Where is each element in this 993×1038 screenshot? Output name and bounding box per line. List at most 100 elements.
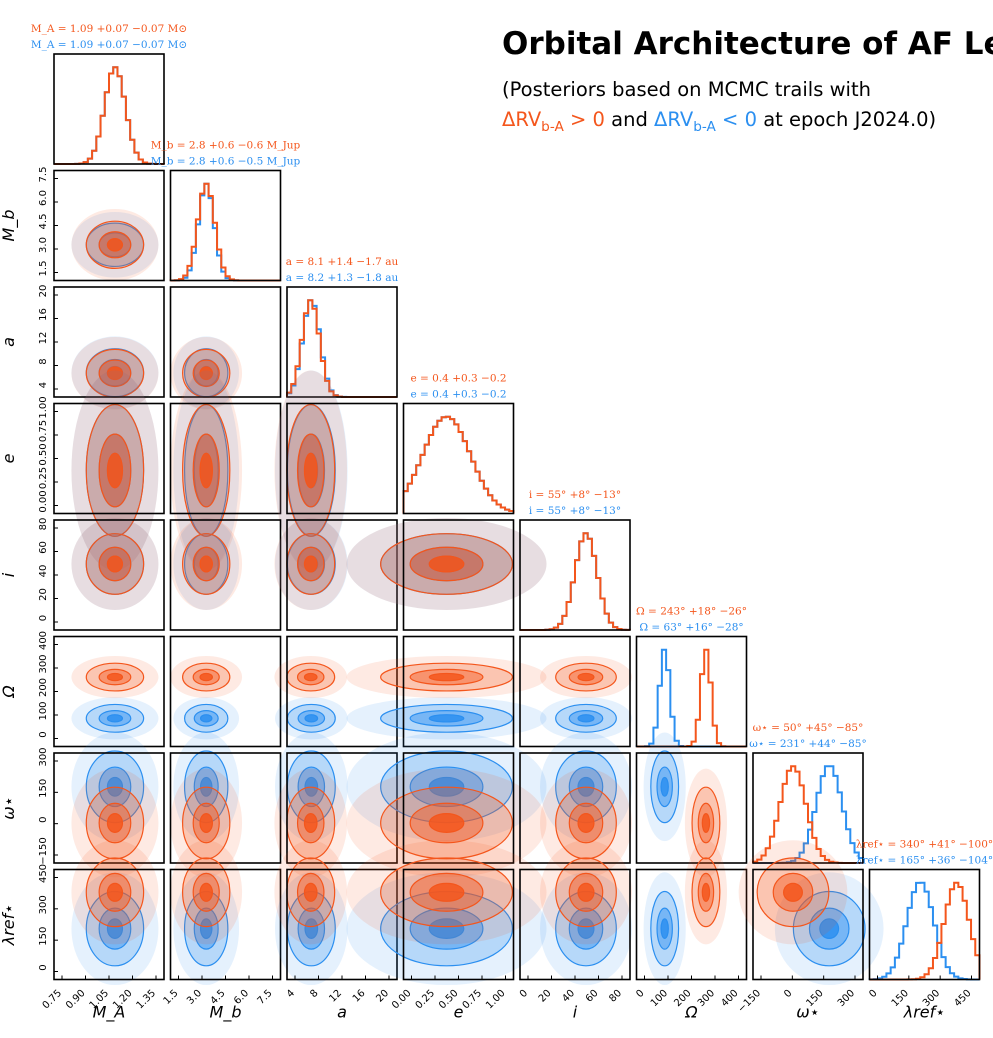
hist-e-pos [402, 415, 515, 514]
ytick-label-Mb-1: 3.0 [38, 237, 49, 253]
annot-neg-Omega: Ω = 63° +16° −28° [639, 622, 743, 634]
hist-lambda-pos [869, 881, 981, 981]
contour-e-lambda-neg-3 [428, 918, 465, 939]
xlabel-i: i [573, 1003, 578, 1022]
xtick-label-MA-1: 0.90 [64, 988, 88, 1012]
xtick-label-a-0: 4 [285, 988, 297, 1000]
contour-Omega-lambda-neg-3 [660, 918, 669, 939]
contour-i-lambda-pos-3 [577, 882, 595, 902]
annot-neg-Mb: M_b = 2.8 +0.6 −0.5 M_Jup [151, 156, 301, 168]
contour-a-i-pos-3 [303, 555, 318, 573]
xlabel-e: e [454, 1003, 464, 1022]
ytick-label-Mb-3: 6.0 [38, 190, 49, 206]
ytick-label-a-3: 16 [38, 308, 49, 321]
xtick-label-omega-1: 0 [782, 988, 794, 1000]
ytick-label-Mb-2: 4.5 [38, 214, 49, 230]
ylabel-i: i [0, 572, 18, 577]
contour-Mb-Omega-neg-3 [199, 714, 213, 723]
contour-Omega-omega-pos-3 [701, 813, 711, 833]
xtick-label-MA-4: 1.35 [135, 988, 159, 1012]
xtick-label-a-4: 20 [374, 988, 391, 1005]
contour-i-Omega-neg-3 [577, 714, 595, 723]
panel-e-e [402, 402, 515, 515]
pos-sub: b-A [541, 118, 564, 135]
panel-e-omega [402, 752, 515, 864]
panel-a-omega [286, 752, 398, 864]
xlabel-a: a [337, 1003, 347, 1022]
panel-e-Omega [402, 635, 515, 748]
contour-e-omega-pos-3 [428, 813, 465, 833]
ytick-label-e-1: 0.25 [38, 467, 49, 489]
panel-MA-omega [53, 752, 165, 864]
contour-MA-omega-pos-3 [106, 813, 124, 833]
panel-i-Omega [519, 635, 631, 748]
ytick-label-omega-2: 150 [38, 779, 49, 798]
contour-a-lambda-pos-3 [303, 882, 318, 902]
hist-Mb-pos [169, 182, 281, 282]
annot-pos-omega: ω⋆ = 50° +45° −85° [753, 722, 864, 734]
contour-i-omega-pos-3 [577, 813, 595, 833]
xtick-label-lambda-3: 450 [952, 988, 973, 1009]
panel-a-e [286, 402, 398, 515]
ytick-label-e-3: 0.75 [38, 420, 49, 442]
contour-e-i-pos-3 [428, 555, 465, 573]
ytick-label-i-4: 80 [38, 518, 49, 531]
ylabel-omega: ω⋆ [0, 796, 18, 819]
ytick-label-lambda-3: 450 [38, 864, 49, 883]
contour-e-lambda-pos-3 [428, 882, 465, 902]
contour-Mb-lambda-pos-3 [199, 882, 214, 902]
contour-Mb-lambda-neg-3 [199, 918, 213, 939]
contour-MA-Omega-pos-3 [106, 672, 124, 682]
panel-lambda-lambda [868, 868, 981, 981]
xtick-label-omega-3: 300 [836, 988, 857, 1009]
annot-neg-lambda: λref⋆ = 165° +36° −104° [856, 855, 993, 867]
contour-a-Omega-neg-3 [304, 714, 319, 723]
ytick-label-i-2: 40 [38, 565, 49, 578]
ylabel-lambda: λref⋆ [0, 904, 18, 947]
xtick-label-Omega-3: 300 [696, 988, 717, 1009]
subtitle-legend-line: ΔRVb-A > 0 and ΔRVb-A < 0 at epoch J2024… [502, 108, 936, 135]
xtick-label-i-4: 80 [607, 988, 624, 1005]
contour-e-Omega-pos-3 [428, 672, 465, 682]
xtick-label-a-1: 8 [308, 988, 320, 1000]
ytick-label-a-4: 20 [38, 285, 49, 298]
ylabel-e: e [0, 453, 18, 463]
xtick-label-e-4: 1.00 [484, 988, 508, 1012]
annot-neg-omega: ω⋆ = 231° +44° −85° [749, 738, 866, 750]
xtick-label-MA-0: 0.75 [41, 988, 65, 1012]
contour-MA-lambda-neg-3 [106, 918, 124, 939]
panel-Omega-omega [635, 752, 748, 864]
xlabel-lambda: λref⋆ [903, 1003, 946, 1022]
ytick-label-e-4: 1.00 [38, 396, 49, 418]
contour-omega-lambda-neg-3 [819, 918, 840, 939]
annot-pos-a: a = 8.1 +1.4 −1.7 au [286, 256, 399, 268]
contour-MA-i-pos-3 [106, 555, 124, 573]
contour-Omega-lambda-pos-3 [701, 882, 711, 902]
xtick-label-lambda-0: 0 [867, 988, 879, 1000]
ylabel-Mb: M_b [0, 210, 19, 242]
contour-e-Omega-neg-3 [428, 714, 465, 723]
xtick-label-Omega-1: 100 [649, 988, 670, 1009]
panel-Omega-Omega [635, 635, 748, 748]
panel-Mb-e [169, 402, 282, 515]
panel-i-i [519, 519, 631, 631]
hist-Omega-neg [636, 648, 747, 748]
neg-sub: b-A [693, 118, 716, 135]
ytick-label-lambda-0: 0 [38, 964, 49, 970]
contour-a-lambda-neg-3 [304, 918, 319, 939]
xlabel-Omega: Ω [684, 1003, 698, 1022]
xtick-label-Omega-0: 0 [634, 988, 646, 1000]
ytick-label-a-2: 12 [38, 332, 49, 345]
hist-MA-pos [54, 66, 165, 165]
ytick-label-Omega-3: 300 [38, 654, 49, 673]
contour-MA-e-pos-3 [106, 452, 124, 489]
ytick-label-lambda-1: 150 [38, 927, 49, 946]
contour-omega-lambda-pos-3 [783, 882, 803, 902]
xtick-label-i-3: 60 [584, 988, 601, 1005]
annot-pos-MA: M_A = 1.09 +0.07 −0.07 M⊙ [31, 23, 187, 35]
contour-MA-Mb-pos-3 [106, 237, 124, 252]
ytick-label-Omega-1: 100 [38, 701, 49, 720]
ytick-label-Mb-0: 1.5 [38, 261, 49, 277]
epoch-text: at epoch J2024.0) [757, 108, 937, 131]
